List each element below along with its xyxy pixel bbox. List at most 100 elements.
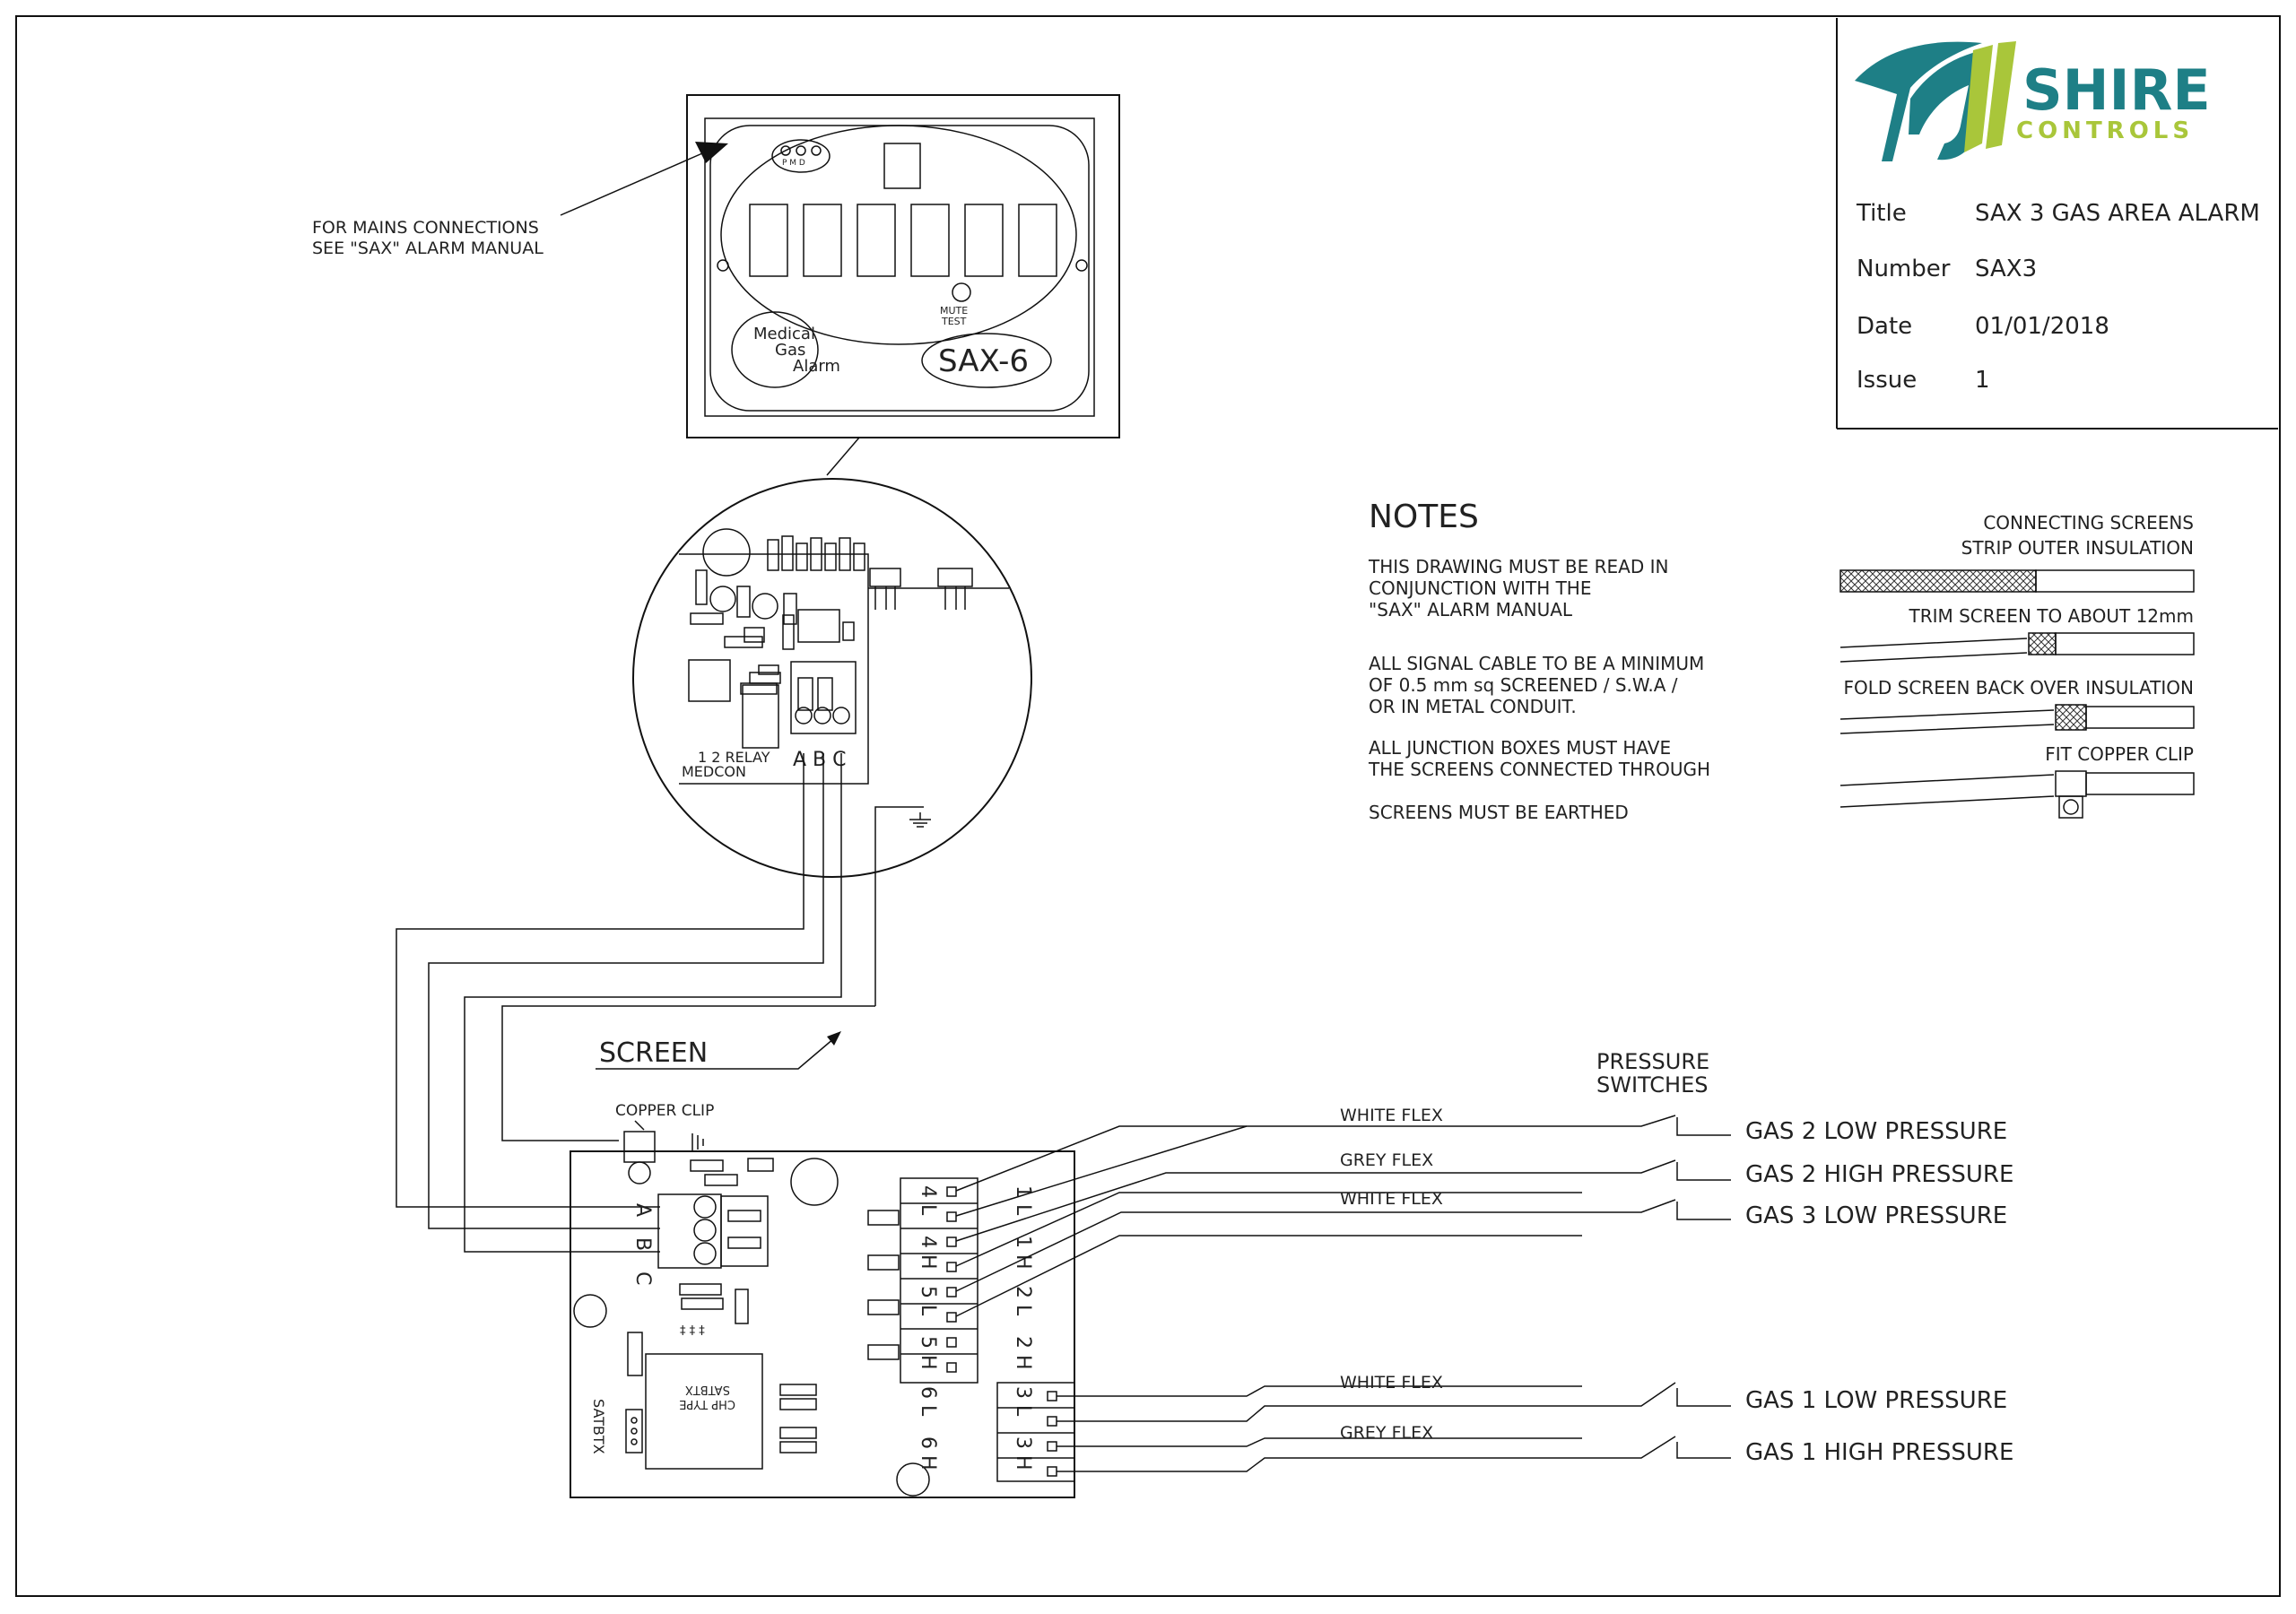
- cable-step-1: [1839, 569, 2037, 593]
- pressure-label: GAS 2 HIGH PRESSURE: [1745, 1161, 2013, 1188]
- screw-icon: [1075, 259, 1088, 272]
- display-window: [883, 143, 921, 189]
- svg-text:‡ ‡ ‡: ‡ ‡ ‡: [680, 1324, 705, 1338]
- step2-text: TRIM SCREEN TO ABOUT 12mm: [1908, 605, 2194, 627]
- terminal-labels-right: 1 L 1 H 2 L 2 H 3 L 3 H: [1012, 1185, 1034, 1471]
- interface-board: COPPER CLIP A B C ‡ ‡ ‡ CHP TYPE SATBTX …: [570, 1102, 1075, 1498]
- pressure-label: GAS 1 LOW PRESSURE: [1745, 1387, 2007, 1414]
- terminal-label: 6 H: [917, 1436, 939, 1471]
- pressure-label: GAS 2 LOW PRESSURE: [1745, 1118, 2007, 1145]
- terminal-block: [657, 1193, 722, 1269]
- switch-icon: [1582, 1159, 1731, 1181]
- terminal-strip-lower: [996, 1382, 1075, 1482]
- cable-step-3: [1839, 709, 2055, 734]
- terminal-labels-left: 4 L 4 H 5 L 5 H 6 L 6 H: [917, 1185, 939, 1471]
- terminal-label: 4 H: [917, 1236, 939, 1270]
- switch-icon: [1582, 1436, 1731, 1459]
- terminal-label: 3 H: [1012, 1436, 1034, 1471]
- copper-clip-label: COPPER CLIP: [615, 1102, 714, 1120]
- pressure-switches: PRESSURE SWITCHES GAS 2 LOW PRESSURE GAS…: [1582, 1049, 2013, 1466]
- note-line: ALL JUNCTION BOXES MUST HAVE: [1369, 737, 1671, 759]
- alarm-panel: P M D MUTE TEST Medical Gas Alarm SAX-6: [686, 94, 1120, 438]
- date-label: Date: [1857, 313, 1912, 340]
- switch-icon: [1582, 1382, 1731, 1407]
- copper-clip: [623, 1131, 656, 1163]
- terminal-block: [790, 661, 857, 734]
- notes: NOTES THIS DRAWING MUST BE READ IN CONJU…: [1368, 499, 1710, 823]
- step3-text: FOLD SCREEN BACK OVER INSULATION: [1844, 677, 2195, 699]
- mains-note-line1: FOR MAINS CONNECTIONS: [312, 218, 539, 238]
- screw-icon: [717, 259, 729, 272]
- relay-component: [742, 684, 779, 749]
- screen-label: SCREEN: [599, 1037, 708, 1069]
- note-line: ALL SIGNAL CABLE TO BE A MINIMUM: [1369, 653, 1704, 674]
- chip-label-1: CHP TYPE: [679, 1397, 735, 1410]
- flex-label: WHITE FLEX: [1340, 1189, 1443, 1209]
- model-label: SAX-6: [938, 343, 1029, 379]
- note-line: THIS DRAWING MUST BE READ IN: [1368, 556, 1668, 577]
- flex-cables: WHITE FLEX GREY FLEX WHITE FLEX WHITE FL…: [955, 1106, 1582, 1472]
- mains-note-line2: SEE "SAX" ALARM MANUAL: [312, 239, 544, 258]
- terminal-label: 1 H: [1012, 1236, 1034, 1270]
- cable-step-4: [1839, 774, 2055, 808]
- cable-step-2: [1839, 638, 2028, 663]
- gas-indicator-2: [803, 204, 842, 277]
- gas-indicator-1: [749, 204, 788, 277]
- terminal-label: 1 L: [1012, 1185, 1034, 1216]
- mute-label: MUTE: [940, 305, 968, 317]
- flex-label: WHITE FLEX: [1340, 1373, 1443, 1393]
- step1-line2: STRIP OUTER INSULATION: [1961, 537, 2194, 559]
- drawing-border: [15, 15, 2281, 1597]
- note-line: SCREENS MUST BE EARTHED: [1369, 802, 1629, 823]
- led-labels: P M D: [782, 159, 805, 168]
- note-line: OR IN METAL CONDUIT.: [1369, 696, 1577, 717]
- terminal-label: 5 L: [917, 1286, 939, 1316]
- title-label: Title: [1856, 200, 1907, 227]
- chip: [645, 1353, 763, 1470]
- gas-indicator-3: [857, 204, 896, 277]
- board-abc-label: A B C: [631, 1203, 654, 1293]
- gas-indicator-6: [1018, 204, 1057, 277]
- note-line: CONJUNCTION WITH THE: [1369, 577, 1592, 599]
- gas-indicator-4: [910, 204, 950, 277]
- number-label: Number: [1857, 256, 1951, 282]
- terminal-label: 3 L: [1012, 1386, 1034, 1417]
- detail-abc-label: A B C: [793, 749, 847, 771]
- switch-icon: [1582, 1199, 1731, 1220]
- date-value: 01/01/2018: [1975, 313, 2109, 340]
- step4-text: FIT COPPER CLIP: [2045, 743, 2194, 765]
- issue-value: 1: [1975, 367, 1990, 394]
- terminal-label: 6 L: [917, 1386, 939, 1417]
- oval-line2: Gas: [775, 341, 805, 360]
- note-line: OF 0.5 mm sq SCREENED / S.W.A /: [1369, 674, 1678, 696]
- shire-controls-logo: SHIRE CONTROLS: [1855, 41, 2211, 161]
- satbtx-label: SATBTX: [590, 1399, 607, 1454]
- title-value: SAX 3 GAS AREA ALARM: [1975, 200, 2260, 227]
- note-line: THE SCREENS CONNECTED THROUGH: [1368, 759, 1710, 780]
- copper-clip-icon: [2058, 795, 2083, 819]
- switch-icon: [1582, 1115, 1731, 1136]
- board-detail: 1 2 RELAY MEDCON A B C: [632, 478, 1032, 878]
- screen-steps: CONNECTING SCREENS STRIP OUTER INSULATIO…: [1839, 512, 2195, 819]
- flex-label: GREY FLEX: [1340, 1150, 1433, 1170]
- terminal-label: 2 L: [1012, 1286, 1034, 1316]
- flex-label: GREY FLEX: [1340, 1423, 1433, 1443]
- flex-label: WHITE FLEX: [1340, 1106, 1443, 1125]
- brand-name: SHIRE: [2022, 57, 2211, 123]
- step1-line1: CONNECTING SCREENS: [1983, 512, 2194, 534]
- gas-indicator-5: [964, 204, 1004, 277]
- pressure-switches-line1: PRESSURE: [1596, 1049, 1709, 1074]
- cable-wires: SCREEN: [396, 753, 931, 1253]
- pressure-label: GAS 3 LOW PRESSURE: [1745, 1202, 2007, 1229]
- issue-label: Issue: [1857, 367, 1917, 394]
- oval-line3: Alarm: [793, 357, 840, 376]
- notes-heading: NOTES: [1369, 499, 1479, 535]
- relay-label: 1 2 RELAY: [698, 749, 770, 766]
- medcon-label: MEDCON: [682, 763, 746, 780]
- led-cluster: [771, 139, 831, 173]
- oval-line1: Medical: [753, 325, 815, 343]
- chip-label-2: SATBTX: [685, 1383, 730, 1396]
- terminal-label: 4 L: [917, 1185, 939, 1216]
- mains-note: FOR MAINS CONNECTIONS SEE "SAX" ALARM MA…: [312, 142, 728, 258]
